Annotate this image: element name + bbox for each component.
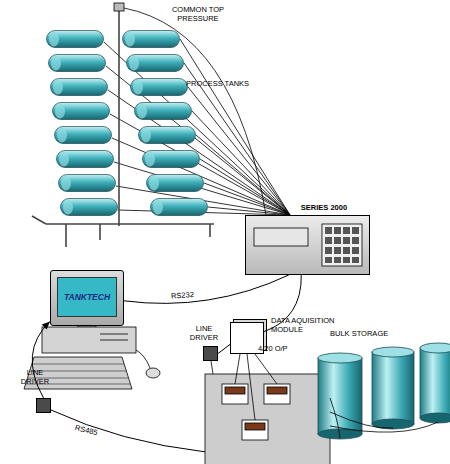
cable-connector	[32, 322, 50, 398]
tank-wires	[104, 8, 290, 215]
node-text: SERIES 2000	[291, 204, 357, 213]
rs485-wire	[51, 410, 206, 452]
output-panel	[205, 354, 330, 464]
cable-line	[32, 322, 50, 398]
pressure-label: COMMON TOP PRESSURE	[166, 6, 230, 23]
group-label: BULK STORAGE	[330, 330, 410, 339]
arrow-head	[42, 322, 50, 330]
group-label: PROCESS TANKS	[186, 80, 266, 89]
cable-label: RS232	[171, 291, 194, 301]
computer-monitor: TANKTECH	[50, 270, 124, 326]
cable-line	[124, 275, 289, 303]
controller-unit: SERIES 2000	[245, 215, 370, 275]
cable-connector	[218, 344, 230, 353]
bulk-tanks	[318, 343, 450, 439]
process-tanks	[47, 31, 208, 216]
cable-connector	[124, 275, 289, 303]
node-text: LINE DRIVER	[182, 325, 226, 342]
node-text: LINE DRIVER	[13, 369, 57, 386]
line-driver: LINE DRIVER	[203, 346, 218, 361]
signal-label: RS485	[74, 424, 115, 442]
signal-label: 4/20 O/P	[258, 345, 308, 354]
line-driver: LINE DRIVER	[36, 398, 51, 413]
top-connector	[114, 3, 124, 11]
tank-rack	[32, 10, 214, 247]
cable-line	[218, 344, 230, 353]
tank-outputs	[330, 398, 438, 438]
node-text: TANKTECH	[57, 277, 117, 317]
